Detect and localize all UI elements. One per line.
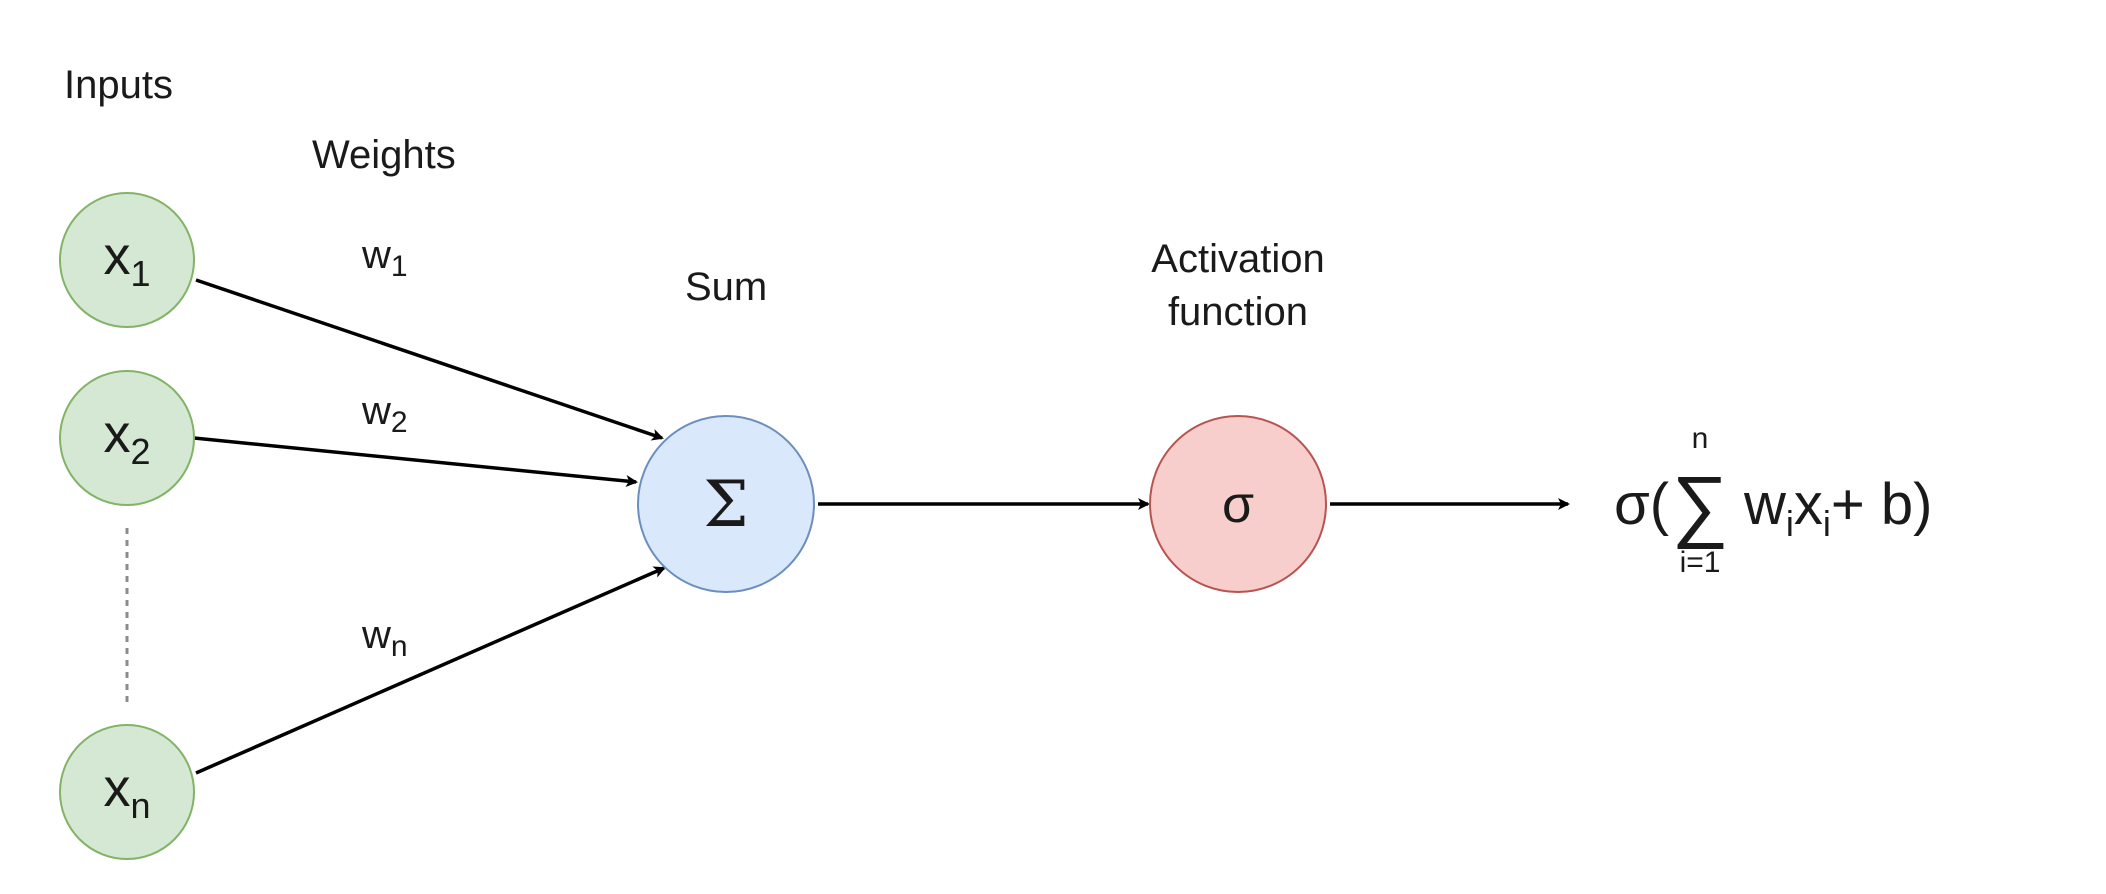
svg-text:xn: xn <box>103 758 150 826</box>
sum-symbol: Σ <box>703 468 748 542</box>
edge-x1-to-sum <box>195 278 664 441</box>
sum-header: Sum <box>685 265 767 309</box>
input-node-x2: x2 <box>59 370 195 506</box>
weight-wn-base: w <box>361 613 391 657</box>
input-node-xn: xn <box>59 724 195 860</box>
activation-symbol: σ <box>1222 476 1254 534</box>
input-xn-sub: n <box>130 785 150 826</box>
inputs-header: Inputs <box>64 63 173 107</box>
input-node-x1: x1 <box>59 192 195 328</box>
activation-header-line2: function <box>1168 290 1308 334</box>
output-formula: σ( ∑ n i=1 wixi+ b) <box>1614 422 1932 579</box>
formula-w: w <box>1743 472 1787 537</box>
svg-text:x2: x2 <box>103 404 150 472</box>
formula-x-sub: i <box>1823 503 1831 544</box>
formula-upper-limit: n <box>1692 422 1709 455</box>
input-xn-base: x <box>103 758 130 818</box>
input-x1-sub: 1 <box>130 253 150 294</box>
sum-node: Σ <box>637 415 815 593</box>
weight-w2-base: w <box>361 389 391 433</box>
weight-w2: w2 <box>361 389 408 439</box>
activation-header-line1: Activation <box>1151 237 1324 281</box>
input-x2-base: x <box>103 404 130 464</box>
weight-wn: wn <box>361 613 408 663</box>
input-x1-base: x <box>103 226 130 286</box>
formula-prefix: σ( <box>1614 472 1669 537</box>
weight-w1-base: w <box>361 233 391 277</box>
formula-sigma: ∑ <box>1671 460 1728 549</box>
weights-header: Weights <box>312 133 456 177</box>
input-x2-sub: 2 <box>130 431 150 472</box>
activation-node: σ <box>1149 415 1327 593</box>
weight-w2-sub: 2 <box>391 406 408 439</box>
formula-x: x <box>1794 472 1823 537</box>
formula-lower-limit: i=1 <box>1680 546 1721 579</box>
weight-wn-sub: n <box>391 630 408 663</box>
weight-w1: w1 <box>361 233 408 283</box>
formula-w-sub: i <box>1786 503 1794 544</box>
edge-xn-to-sum <box>195 566 666 775</box>
edge-x2-to-sum <box>193 436 638 487</box>
formula-suffix: + b) <box>1831 472 1933 537</box>
formula-body: wixi+ b) <box>1743 472 1932 544</box>
weight-w1-sub: 1 <box>391 250 408 283</box>
svg-text:x1: x1 <box>103 226 150 294</box>
